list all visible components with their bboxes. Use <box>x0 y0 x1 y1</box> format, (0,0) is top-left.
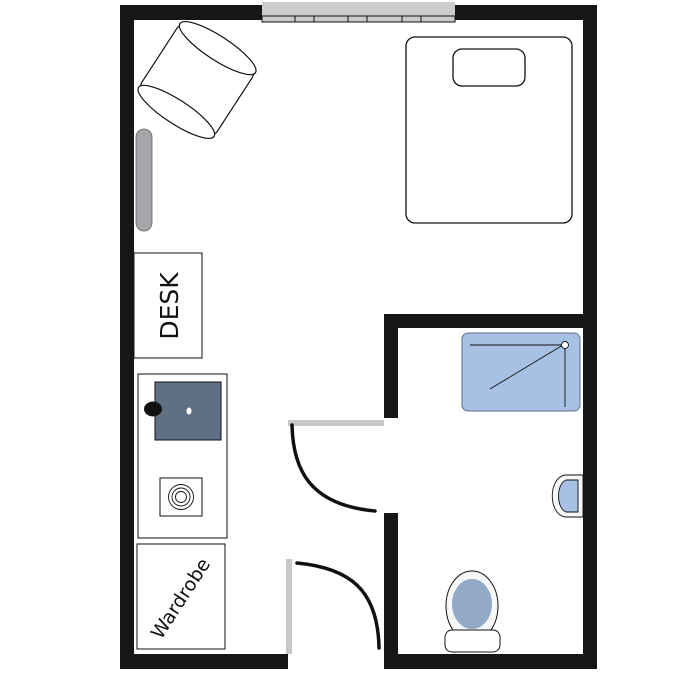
bathroom-sink[interactable] <box>551 474 584 518</box>
bathroom-wall-upper <box>384 314 398 418</box>
desk-label: DESK <box>155 272 184 340</box>
top-wall-left <box>120 5 262 20</box>
left-wall <box>120 5 134 669</box>
armchair[interactable] <box>132 14 262 147</box>
shower[interactable] <box>461 332 581 412</box>
shower-head-icon <box>561 341 569 349</box>
pillow <box>452 48 526 87</box>
bathroom-wall-lower <box>384 513 398 669</box>
chair-cushion <box>135 128 153 232</box>
toilet[interactable] <box>444 570 501 653</box>
top-wall-right <box>455 5 597 20</box>
bottom-wall-right <box>384 654 597 669</box>
walls <box>120 5 597 669</box>
faucet-icon <box>144 401 162 417</box>
bed[interactable] <box>405 36 573 224</box>
bathroom-door[interactable] <box>288 420 384 513</box>
kitchenette-counter[interactable] <box>137 373 228 539</box>
wardrobe[interactable]: Wardrobe <box>136 543 226 650</box>
bottom-wall-left <box>120 654 288 669</box>
desk[interactable]: DESK <box>133 252 203 359</box>
drain-icon <box>186 407 192 415</box>
bathroom-top-wall <box>384 314 597 328</box>
window <box>261 2 456 23</box>
stove <box>159 477 203 517</box>
toilet-tank <box>444 629 501 653</box>
toilet-seat <box>452 579 492 629</box>
right-wall <box>583 5 597 669</box>
entrance-door[interactable] <box>286 559 381 654</box>
